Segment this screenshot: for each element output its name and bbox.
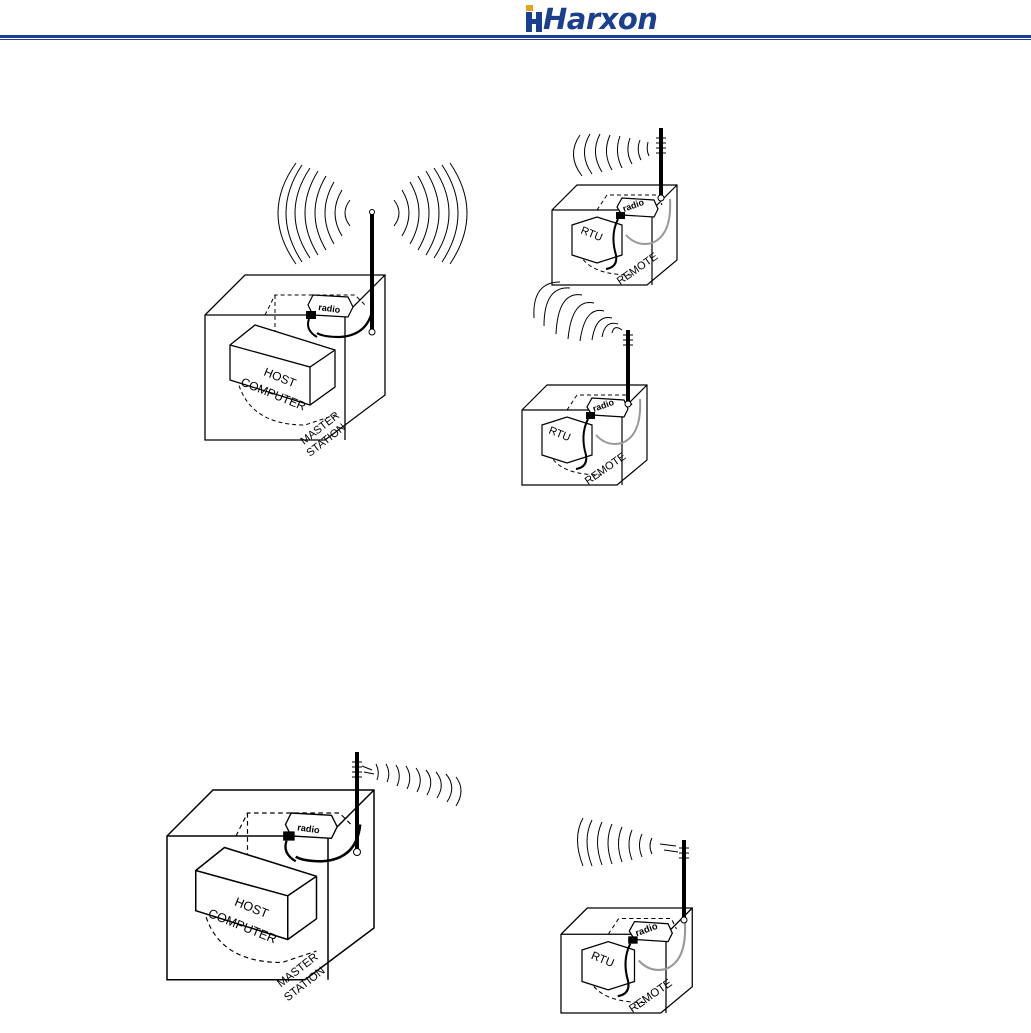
top-remote-2-signal-waves-icon bbox=[534, 282, 622, 341]
bottom-master-signal-waves-icon bbox=[362, 764, 461, 806]
top-master-station: HOST COMPUTER MASTER STATION radio bbox=[205, 275, 385, 459]
bottom-remote: RTU radio REMOTE bbox=[561, 908, 692, 1015]
bottom-remote-signal-waves-icon bbox=[578, 818, 679, 866]
top-remote-1-signal-waves-icon bbox=[573, 134, 649, 176]
bottom-master-station: HOST COMPUTER MASTER STATION radio bbox=[167, 790, 374, 1004]
top-remote-1: RTU radio REMOTE bbox=[552, 185, 677, 287]
